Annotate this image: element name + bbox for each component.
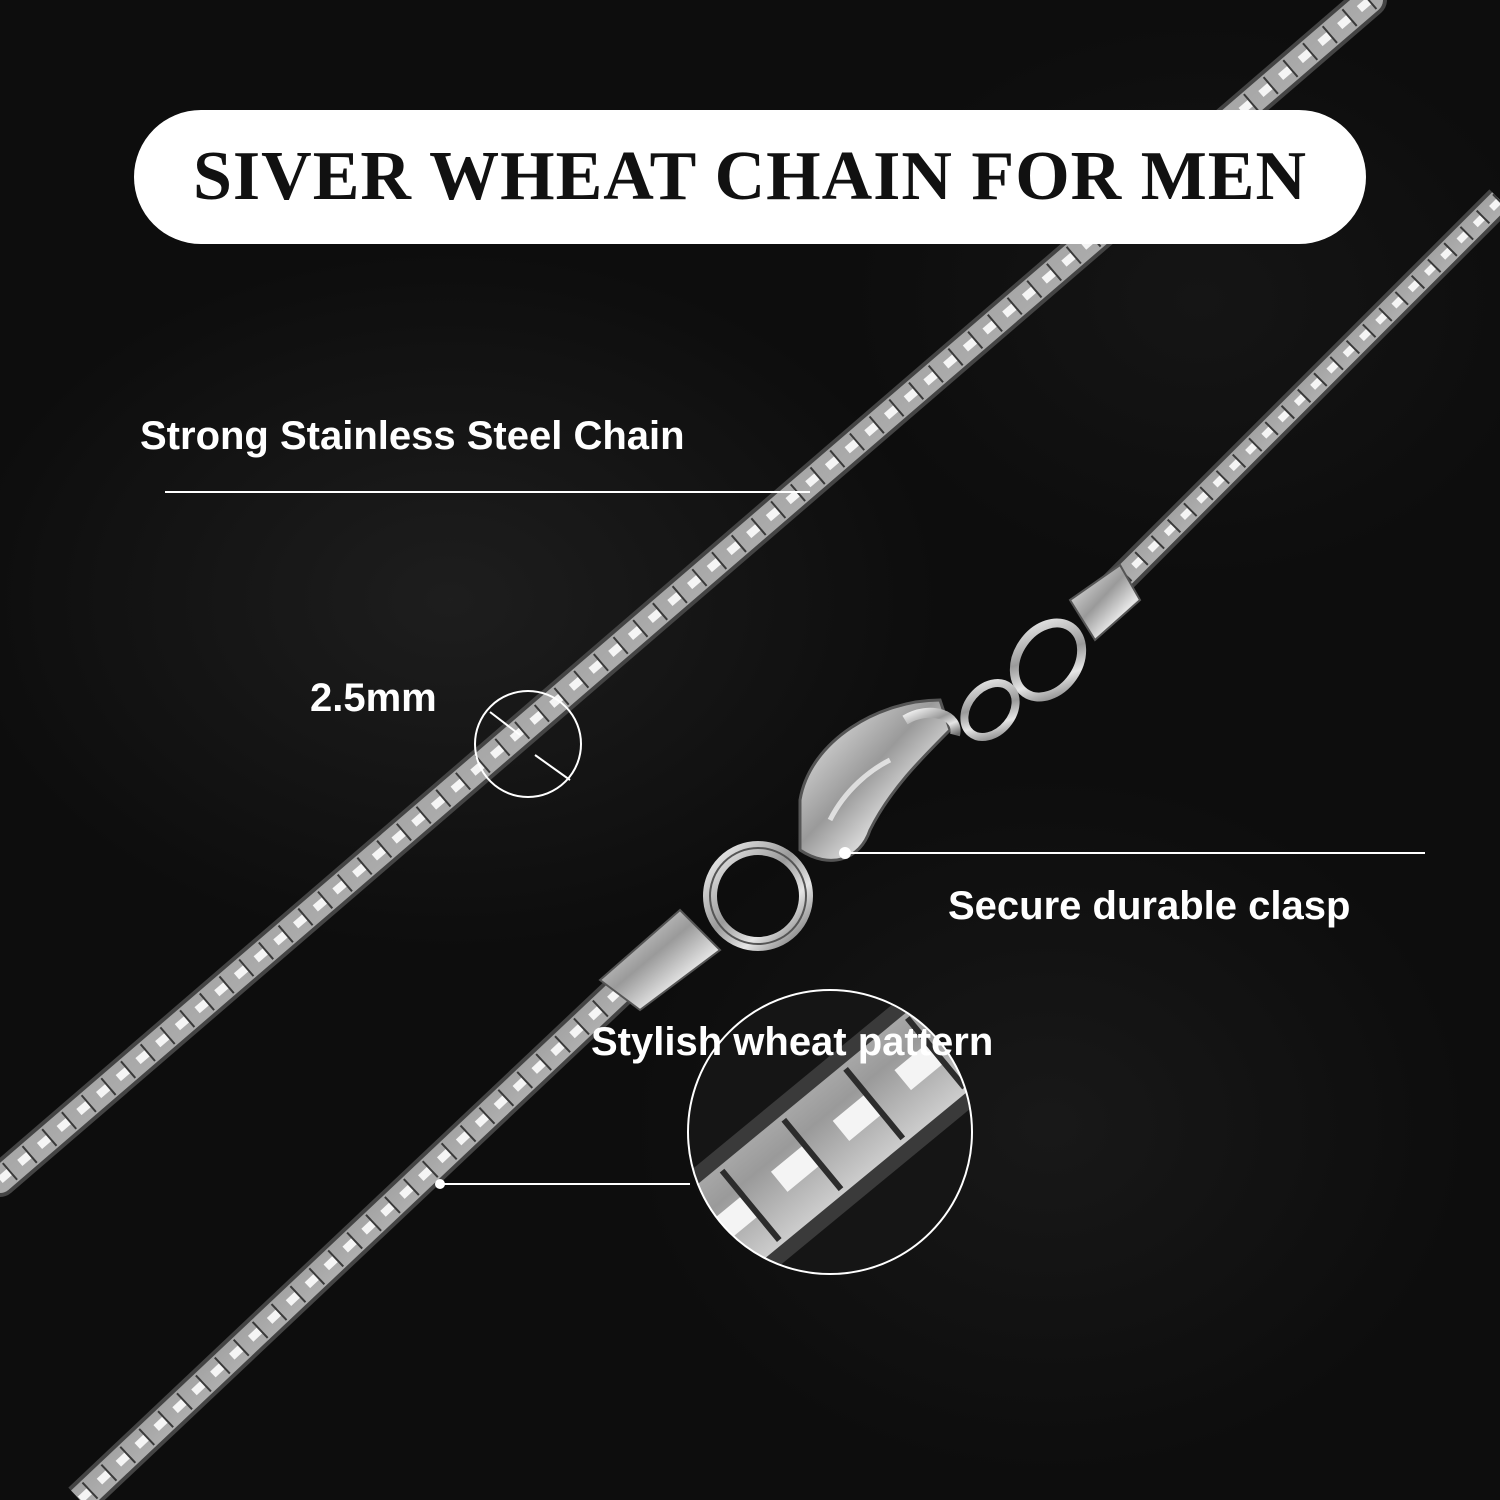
clasp-label: Secure durable clasp bbox=[948, 884, 1351, 928]
clasp-callout-dot bbox=[839, 847, 851, 859]
chain-strand-right bbox=[1099, 189, 1500, 601]
diameter-marker bbox=[474, 690, 582, 798]
pattern-callout-dot bbox=[435, 1179, 445, 1189]
chain-strand-lower bbox=[68, 977, 632, 1500]
lobster-clasp bbox=[598, 563, 1142, 1012]
diameter-label: 2.5mm bbox=[310, 676, 437, 720]
steel-chain-label: Strong Stainless Steel Chain bbox=[140, 414, 685, 458]
wheat-pattern-label: Stylish wheat pattern bbox=[591, 1020, 994, 1064]
product-title: SIVER WHEAT CHAIN FOR MEN bbox=[192, 138, 1308, 215]
title-banner: SIVER WHEAT CHAIN FOR MEN bbox=[134, 110, 1366, 244]
